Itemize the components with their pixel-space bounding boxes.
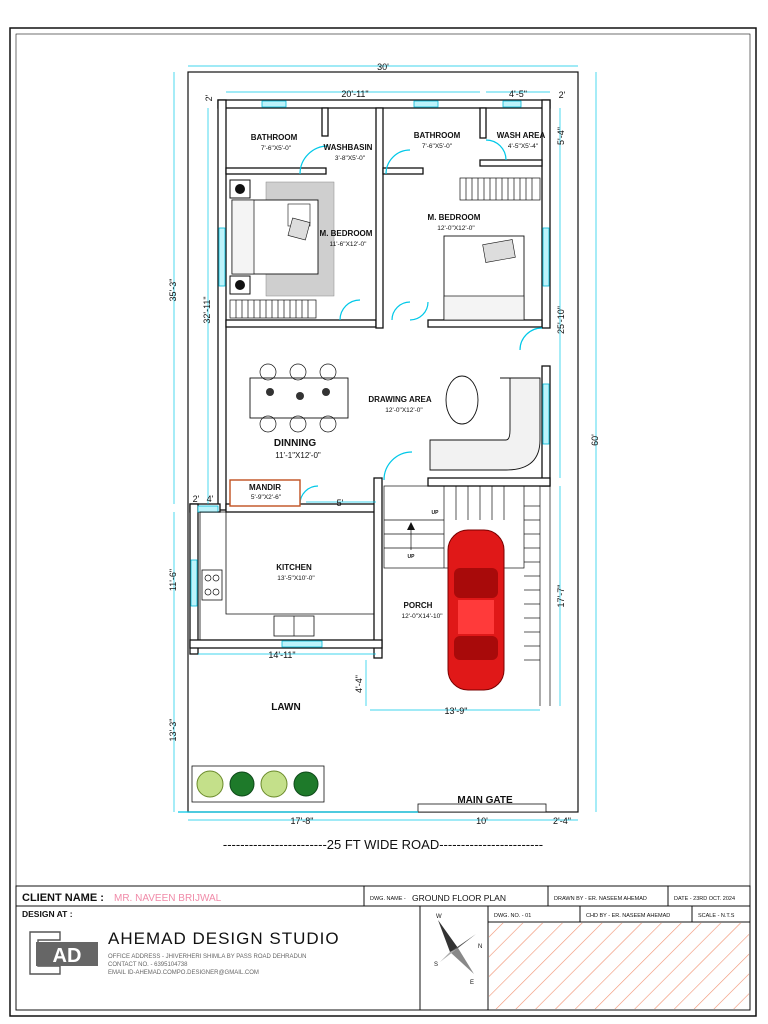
bed-right — [443, 235, 525, 321]
planter — [191, 765, 325, 803]
compass-n: N — [478, 944, 482, 950]
dim-kitchen-depth: 11'-6" — [168, 569, 178, 591]
car — [447, 529, 505, 691]
dim-overall-width: 30' — [377, 62, 389, 72]
studio-name: AHEMAD DESIGN STUDIO — [108, 929, 340, 948]
mandir-size: 5'-9"X2'-6" — [251, 494, 282, 501]
drawing-size: 12'-0"X12'-0" — [385, 407, 423, 414]
bed2-size: 12'-0"X12'-0" — [437, 225, 475, 232]
dim-small-gap: 2' — [193, 494, 200, 504]
sheet-border-outer — [9, 27, 757, 1017]
dim-overall-depth: 60' — [590, 434, 600, 446]
dwg-no: DWG. NO. - 01 — [494, 913, 531, 919]
dining-table — [249, 363, 349, 433]
compass-s: S — [434, 962, 438, 968]
main-gate-label: MAIN GATE — [457, 795, 513, 806]
staircase — [383, 485, 551, 706]
windows — [190, 100, 550, 648]
logo-text: AD — [53, 945, 82, 967]
dim-right-mid: 25'-10" — [556, 306, 566, 334]
compass-w: W — [436, 914, 442, 920]
bed-left — [231, 199, 319, 275]
dimension-lines — [173, 65, 597, 821]
compass-icon: W N S E — [434, 914, 482, 986]
bath1-size: 7'-6"X5'-0" — [261, 145, 292, 152]
dim-bottom-mid: 10' — [476, 816, 488, 826]
client-label: CLIENT NAME : — [22, 892, 104, 904]
bed1-name: M. BEDROOM — [320, 229, 373, 238]
dim-top-gap-left: 2' — [204, 94, 214, 101]
dim-wash-depth: 5'-4" — [556, 127, 566, 145]
wardrobe-right — [459, 177, 541, 201]
wash-area-size: 4'-5"X5'-4" — [508, 143, 539, 150]
washbasin-size: 3'-8"X5'-0" — [335, 155, 366, 162]
title-block: CLIENT NAME : MR. NAVEEN BRIJWAL DWG. NA… — [15, 885, 751, 1011]
design-at: DESIGN AT : — [22, 909, 73, 919]
email-id: EMAIL ID-AHEMAD.COMPO.DESIGNER@GMAIL.COM — [108, 970, 259, 976]
bed1-size: 11'-6"X12'-0" — [330, 241, 368, 248]
stair-up-2: UP — [408, 554, 416, 560]
dwg-name: GROUND FLOOR PLAN — [412, 893, 506, 903]
scale: SCALE - N.T.S — [698, 913, 735, 919]
dim-small-gap2: 4' — [207, 494, 214, 504]
bath2-size: 7'-6"X5'-0" — [422, 143, 453, 150]
porch-name: PORCH — [404, 601, 433, 610]
chd-by: CHD BY - ER. NASEEM AHEMAD — [586, 913, 670, 919]
sofa — [429, 375, 541, 471]
room-labels: BATHROOM 7'-6"X5'-0" WASHBASIN 3'-8"X5'-… — [223, 131, 546, 852]
side-table-icon — [229, 179, 251, 295]
dim-porch-small: 4'-4" — [354, 675, 364, 693]
dim-bottom-left: 17'-8" — [291, 816, 314, 826]
compass-e: E — [470, 980, 474, 986]
dim-passage: 5' — [337, 498, 344, 508]
drawn-by: DRAWN BY - ER. NASEEM AHEMAD — [554, 896, 647, 902]
doors — [299, 139, 543, 505]
wardrobe-left — [229, 299, 317, 319]
dim-top-right: 4'-5" — [509, 89, 527, 99]
dim-porch-depth: 17'-7" — [556, 585, 566, 608]
building-walls — [189, 99, 551, 659]
contact-no: CONTACT NO. - 6395104738 — [108, 962, 188, 968]
dim-lawn-depth: 13'-3" — [168, 719, 178, 742]
dim-kitchen-width: 14'-11" — [268, 650, 295, 660]
dim-porch-width: 13'-9" — [445, 706, 468, 716]
dwg-name-label: DWG. NAME - — [370, 896, 406, 902]
road-label: ------------------------25 FT WIDE ROAD-… — [223, 837, 543, 852]
date: DATE - 23RD OCT. 2024 — [674, 896, 735, 902]
client-name: MR. NAVEEN BRIJWAL — [114, 893, 222, 904]
dim-top-gap-right: 2' — [559, 90, 566, 100]
wash-area-name: WASH AREA — [497, 131, 546, 140]
stair-up-1: UP — [432, 510, 440, 516]
dimension-text: 30' 20'-11" 4'-5" 2' 2' 35'-3" 32'-11" 6… — [168, 62, 600, 826]
logo: AD — [29, 931, 98, 975]
lawn-label: LAWN — [271, 702, 300, 713]
main-gate — [178, 803, 547, 813]
office-address: OFFICE ADDRESS - JHIVERHERI SHIMLA BY PA… — [108, 954, 306, 960]
dinning-name: DINNING — [274, 438, 316, 449]
mandir-box — [229, 479, 301, 507]
porch-size: 12'-0"X14'-10" — [401, 613, 443, 620]
bath1-name: BATHROOM — [251, 133, 298, 142]
kitchen-size: 13'-5"X10'-0" — [277, 575, 315, 582]
dim-inner-depth: 32'-11" — [202, 296, 212, 323]
dim-left-depth: 35'-3" — [168, 279, 178, 302]
washbasin-name: WASHBASIN — [324, 143, 373, 152]
mandir-name: MANDIR — [249, 483, 281, 492]
kitchen-counter — [199, 511, 375, 641]
drawing-name: DRAWING AREA — [368, 395, 431, 404]
dim-bottom-right: 2'-4" — [553, 816, 571, 826]
dinning-size: 11'-1"X12'-0" — [275, 451, 321, 460]
bed2-name: M. BEDROOM — [428, 213, 481, 222]
kitchen-name: KITCHEN — [276, 563, 312, 572]
dim-top-left: 20'-11" — [341, 89, 368, 99]
bath2-name: BATHROOM — [414, 131, 461, 140]
